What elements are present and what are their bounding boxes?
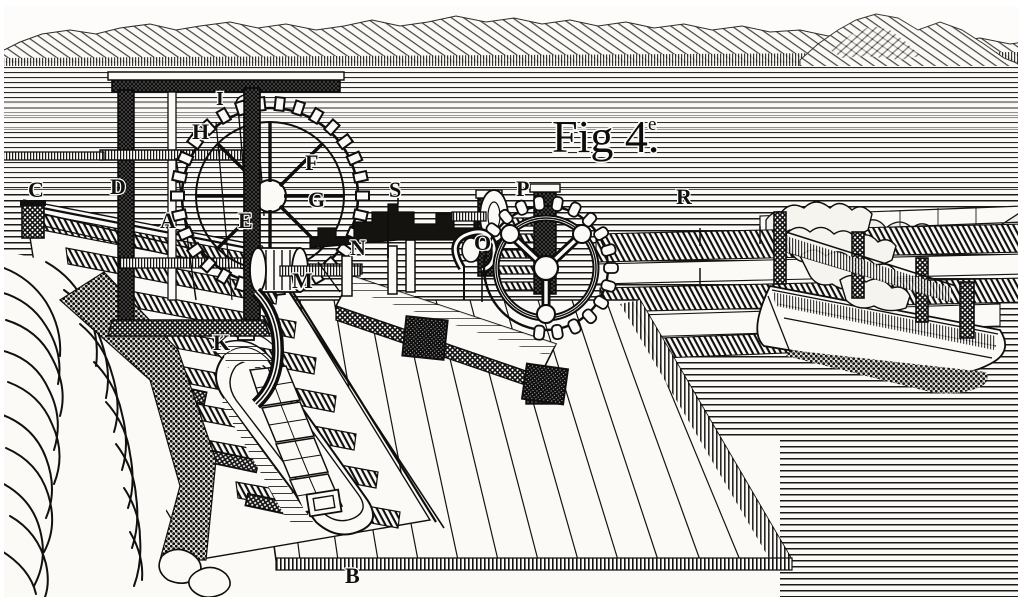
label-I: I	[216, 88, 224, 110]
label-O: O	[474, 230, 491, 255]
label-M: M	[292, 268, 313, 293]
water-highlight-band	[0, 100, 1024, 130]
label-G: G	[308, 187, 325, 212]
figure-title: Fig 4. e	[550, 109, 661, 163]
label-H: H	[192, 119, 209, 144]
rapids-water	[0, 250, 231, 611]
barge-with-stones	[756, 201, 1007, 394]
margin-bottom	[0, 597, 1024, 611]
near-water-foreground	[780, 430, 1024, 611]
label-N: N	[350, 235, 366, 260]
label-B: B	[345, 563, 360, 588]
figure-title-text: Fig 4.	[552, 111, 659, 162]
margin-top	[0, 0, 1024, 6]
curved-rack-m	[251, 287, 285, 409]
gantry-post-left	[117, 89, 135, 327]
margin-left	[0, 0, 4, 611]
figure-title-superscript: e	[648, 114, 656, 135]
shaft-rack-n	[279, 239, 416, 297]
label-P: P	[516, 176, 529, 201]
label-F: F	[305, 150, 318, 175]
label-S: S	[389, 177, 401, 202]
label-R: R	[676, 184, 693, 209]
cogwheel-large-right	[476, 195, 619, 341]
label-A: A	[160, 208, 176, 233]
label-C: C	[28, 177, 44, 202]
foreground-rocks	[158, 548, 231, 598]
label-E: E	[238, 208, 253, 233]
deck-beam	[334, 275, 570, 406]
margin-right	[1018, 0, 1024, 611]
label-D: D	[110, 174, 126, 199]
hook-bracket-o	[451, 227, 499, 302]
label-layer: A B C D E F G H I K M N O P R S	[27, 87, 694, 589]
label-K: K	[213, 330, 230, 355]
